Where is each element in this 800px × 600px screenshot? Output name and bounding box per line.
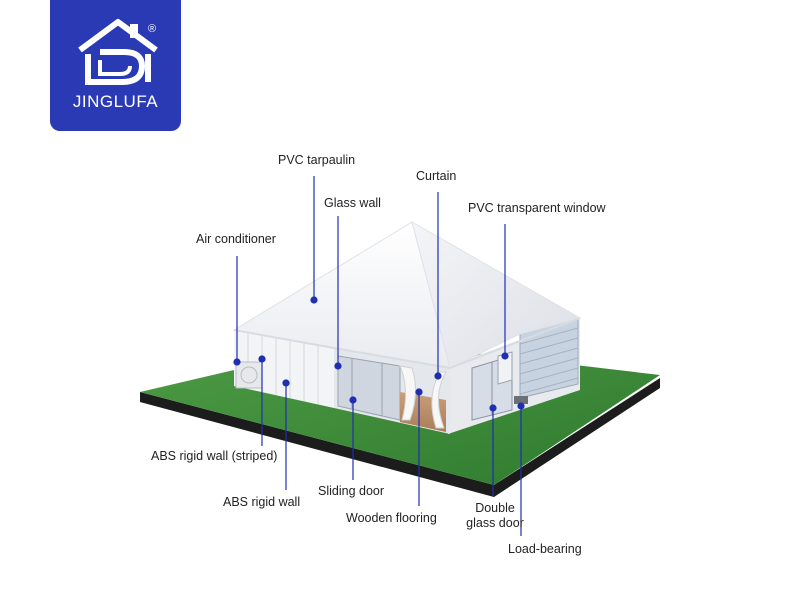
load-bearing-plate — [514, 396, 528, 404]
registered-mark: ® — [148, 23, 156, 35]
leader-dots — [233, 296, 525, 412]
label-double-glass-door: Double glass door — [455, 501, 535, 531]
leader-lines — [236, 176, 522, 536]
brand-logo: ® JINGLUFA — [50, 0, 181, 131]
label-double-glass-door-line2: glass door — [466, 516, 524, 530]
brand-name: JINGLUFA — [72, 92, 159, 111]
dot-curtain — [434, 372, 442, 380]
dot-double-glass-door — [489, 404, 497, 412]
label-pvc-tarpaulin: PVC tarpaulin — [278, 153, 356, 167]
label-glass-wall: Glass wall — [324, 196, 381, 210]
house-logo-icon: ® — [78, 19, 158, 85]
dot-pvc-tarpaulin — [310, 296, 318, 304]
label-air-conditioner: Air conditioner — [196, 232, 276, 246]
label-wooden-flooring: Wooden flooring — [346, 511, 437, 525]
curtain — [399, 365, 416, 421]
label-pvc-window: PVC transparent window — [468, 201, 606, 215]
roof-side — [411, 220, 582, 369]
label-sliding-door: Sliding door — [318, 484, 385, 498]
dot-wooden-flooring — [415, 388, 423, 396]
label-load-bearing: Load-bearing — [508, 542, 582, 556]
dot-abs-rigid — [282, 379, 290, 387]
air-conditioner-unit — [235, 361, 263, 389]
dot-air-conditioner — [233, 358, 241, 366]
dot-sliding-door — [349, 396, 357, 404]
platform-base — [140, 378, 660, 497]
label-curtain: Curtain — [416, 169, 457, 183]
label-abs-rigid: ABS rigid wall — [223, 495, 301, 509]
dot-abs-striped — [258, 355, 266, 363]
tent-structure — [232, 220, 582, 434]
label-abs-striped: ABS rigid wall (striped) — [151, 449, 278, 463]
dot-pvc-window — [501, 352, 509, 360]
dot-load-bearing — [517, 402, 525, 410]
dot-glass-wall — [334, 362, 342, 370]
label-double-glass-door-line1: Double — [475, 501, 515, 515]
